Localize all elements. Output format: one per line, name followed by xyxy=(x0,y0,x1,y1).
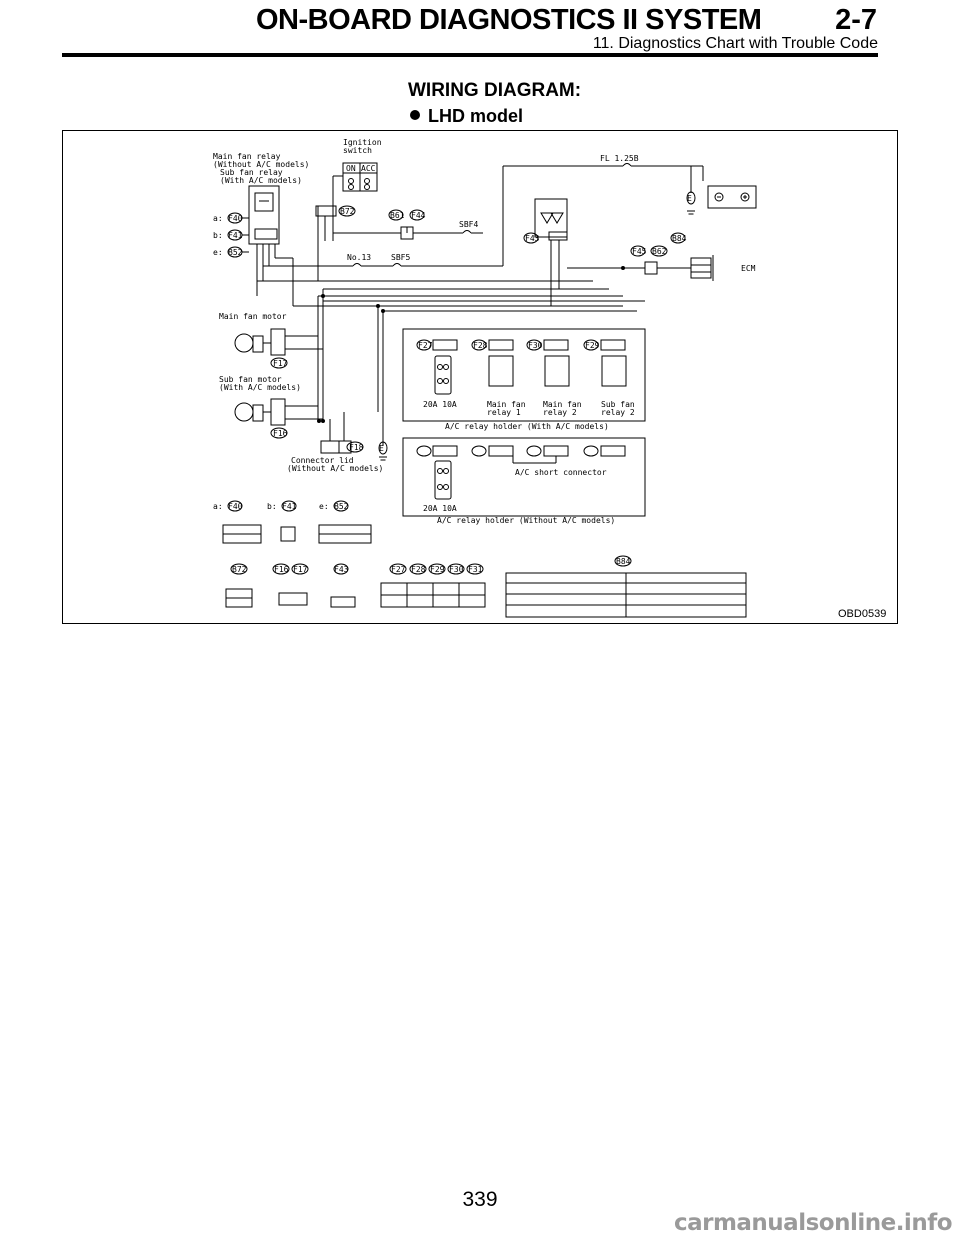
conn-b52: B52 xyxy=(228,248,243,257)
fl-125b-label: FL 1.25B xyxy=(600,154,639,163)
header-rule xyxy=(62,53,878,57)
legend-f17: F17 xyxy=(293,565,308,574)
prefix-a: a: xyxy=(213,214,223,223)
conn-b62: B62 xyxy=(652,247,667,256)
ac-short-connector-label: A/C short connector xyxy=(515,468,607,477)
prefix-e: e: xyxy=(213,248,223,257)
main-fan-relay1-label-b: relay 1 xyxy=(487,408,521,417)
fuse-20a-10a-label: 20A 10A xyxy=(423,400,457,409)
legend-b84: B84 xyxy=(616,557,631,566)
page-number: 339 xyxy=(462,1188,498,1211)
sub-fan-motor-label: Sub fan motor xyxy=(219,375,282,384)
sbf5-label: SBF5 xyxy=(391,253,410,262)
conn-f44: F44 xyxy=(411,211,426,220)
without-ac-note-2: (Without A/C models) xyxy=(287,464,383,473)
diagram-code: OBD0539 xyxy=(838,608,886,620)
wiring-diagram-svg: Main fan relay (Without A/C models) Sub … xyxy=(213,138,886,620)
lhd-model-label: LHD model xyxy=(428,106,524,126)
legend-prefix-b: b: xyxy=(267,502,277,511)
main-fan-relay1-label-a: Main fan xyxy=(487,400,526,409)
conn-f28: F28 xyxy=(473,341,488,350)
conn-f43: F43 xyxy=(525,234,540,243)
conn-f29: F29 xyxy=(585,341,600,350)
with-ac-note-2: (With A/C models) xyxy=(219,383,301,392)
sbf4-label: SBF4 xyxy=(459,220,478,229)
ignition-label: Ignition xyxy=(343,138,382,147)
conn-f27: F27 xyxy=(418,341,433,350)
sub-fan-relay2-label-a: Sub fan xyxy=(601,400,635,409)
wiring-diagram: Main fan relay (Without A/C models) Sub … xyxy=(62,130,898,624)
main-fan-relay2-label-b: relay 2 xyxy=(543,408,577,417)
conn-b72: B72 xyxy=(340,207,355,216)
sub-fan-relay2-label-b: relay 2 xyxy=(601,408,635,417)
legend-f31: F31 xyxy=(468,565,483,574)
conn-f45: F45 xyxy=(632,247,647,256)
conn-f16: F16 xyxy=(273,429,288,438)
legend-prefix-e: e: xyxy=(319,502,329,511)
main-fan-motor-label: Main fan motor xyxy=(219,312,287,321)
on-label: ON xyxy=(346,164,356,173)
sub-fan-relay-label: Sub fan relay xyxy=(220,168,283,177)
legend-f40: F40 xyxy=(228,502,243,511)
conn-f17: F17 xyxy=(273,359,288,368)
conn-f41: F41 xyxy=(228,231,243,240)
main-fan-relay2-label-a: Main fan xyxy=(543,400,582,409)
header-subtitle: 11. Diagnostics Chart with Trouble Code xyxy=(592,35,878,52)
fuse-20a-10a-label-2: 20A 10A xyxy=(423,504,457,513)
conn-f18: F18 xyxy=(349,443,364,452)
legend-f30: F30 xyxy=(449,565,464,574)
ground-e-1: E xyxy=(687,194,692,203)
legend-f29: F29 xyxy=(430,565,445,574)
watermark: carmanualsonline.info xyxy=(673,1210,953,1236)
header-title: ON-BOARD DIAGNOSTICS II SYSTEM xyxy=(256,4,762,36)
legend-prefix-a: a: xyxy=(213,502,223,511)
conn-f40: F40 xyxy=(228,214,243,223)
conn-b61: B61 xyxy=(390,211,405,220)
with-ac-note-1: (With A/C models) xyxy=(220,176,302,185)
without-ac-note-1: (Without A/C models) xyxy=(213,160,309,169)
conn-f30: F30 xyxy=(528,341,543,350)
no13-label: No.13 xyxy=(347,253,371,262)
acc-label: ACC xyxy=(361,164,376,173)
lhd-model-heading: LHD model xyxy=(410,106,523,127)
switch-label: switch xyxy=(343,146,372,155)
header-section-number: 2-7 xyxy=(835,4,877,36)
legend-b52: B52 xyxy=(334,502,349,511)
ac-relay-holder-with-label: A/C relay holder (With A/C models) xyxy=(445,422,609,431)
bullet-icon xyxy=(410,110,420,120)
main-fan-relay-label: Main fan relay xyxy=(213,152,281,161)
prefix-b: b: xyxy=(213,231,223,240)
ac-relay-holder-without-label: A/C relay holder (Without A/C models) xyxy=(437,516,615,525)
legend-f27: F27 xyxy=(391,565,406,574)
connector-lid-label: Connector lid xyxy=(291,456,354,465)
legend-f16: F16 xyxy=(274,565,289,574)
legend-b72: B72 xyxy=(232,565,247,574)
legend-f28: F28 xyxy=(411,565,426,574)
legend-f41: F41 xyxy=(282,502,297,511)
ground-e-2: E xyxy=(379,444,384,453)
conn-b84: B84 xyxy=(672,234,687,243)
wiring-diagram-heading: WIRING DIAGRAM: xyxy=(408,80,582,101)
ecm-label: ECM xyxy=(741,264,756,273)
legend-f43: F43 xyxy=(334,565,349,574)
